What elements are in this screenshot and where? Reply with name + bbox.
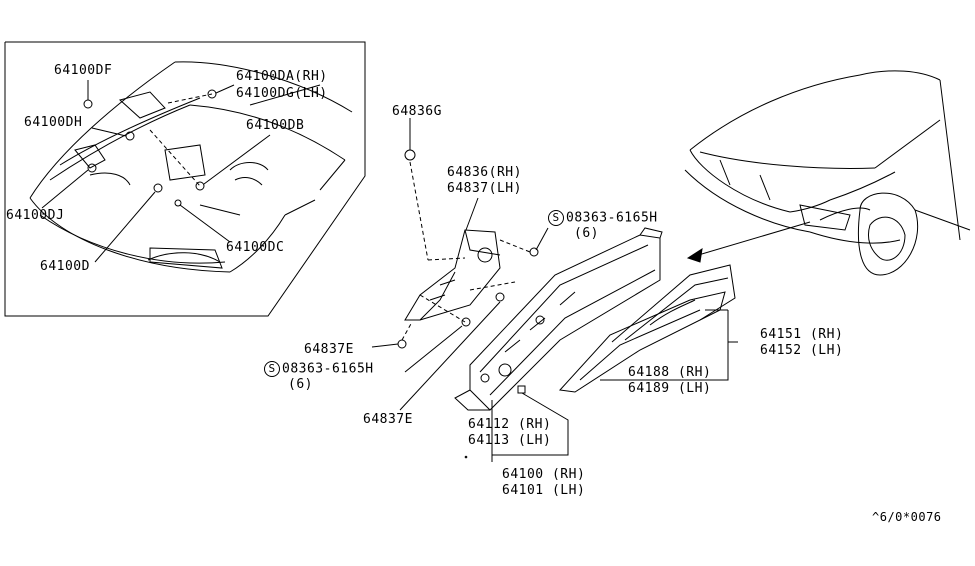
- reference-code: ^6/0*0076: [872, 510, 942, 524]
- clip-64836g: [404, 149, 416, 161]
- inset-grommet: [83, 99, 93, 109]
- label-64100df: 64100DF: [54, 63, 113, 78]
- bolt-top-part-number: 08363-6165H: [566, 210, 658, 226]
- label-64837e-a: 64837E: [304, 342, 354, 357]
- label-64152: 64152 (LH): [760, 343, 844, 358]
- label-64836g: 64836G: [392, 104, 442, 119]
- label-bolt-bottom-qty: (6): [288, 377, 313, 392]
- label-64151: 64151 (RH): [760, 327, 844, 342]
- label-64836-rh: 64836(RH): [447, 165, 522, 180]
- label-64100dh: 64100DH: [24, 115, 83, 130]
- inset-grommet: [174, 199, 182, 207]
- inset-grommet: [87, 163, 97, 173]
- label-64101: 64101 (LH): [502, 483, 586, 498]
- direction-arrow: [694, 221, 811, 257]
- inset-grommet: [153, 183, 163, 193]
- label-64100d: 64100D: [40, 259, 90, 274]
- label-64113: 64113 (LH): [468, 433, 552, 448]
- service-symbol-icon: S: [548, 210, 564, 226]
- inset-frame: [4, 41, 366, 317]
- label-64100dj: 64100DJ: [6, 208, 65, 223]
- label-64837-lh: 64837(LH): [447, 181, 522, 196]
- label-64837e-b: 64837E: [363, 412, 413, 427]
- bolt-top: [529, 247, 539, 257]
- inset-grommet: [125, 131, 135, 141]
- inset-car-illustration: [29, 61, 353, 273]
- inset-grommet: [207, 89, 217, 99]
- label-64100dc: 64100DC: [226, 240, 285, 255]
- bolt-bottom-part-number: 08363-6165H: [282, 361, 374, 377]
- arrow-head: [686, 247, 703, 263]
- label-64189: 64189 (LH): [628, 381, 712, 396]
- label-64100: 64100 (RH): [502, 467, 586, 482]
- label-64112: 64112 (RH): [468, 417, 552, 432]
- nut: [517, 385, 526, 394]
- bolt-bottom: [461, 317, 471, 327]
- label-64100dg: 64100DG(LH): [236, 86, 328, 101]
- hoodledge-assembly: [397, 149, 736, 411]
- label-bolt-top-qty: (6): [574, 226, 599, 241]
- service-symbol-icon: S: [264, 361, 280, 377]
- label-64188: 64188 (RH): [628, 365, 712, 380]
- label-64100da: 64100DA(RH): [236, 69, 328, 84]
- label-64100db: 64100DB: [246, 118, 305, 133]
- bolt-mid: [495, 292, 505, 302]
- car-front-illustration: [684, 70, 971, 276]
- clip-64837e-a: [397, 339, 407, 349]
- inset-grommet: [195, 181, 205, 191]
